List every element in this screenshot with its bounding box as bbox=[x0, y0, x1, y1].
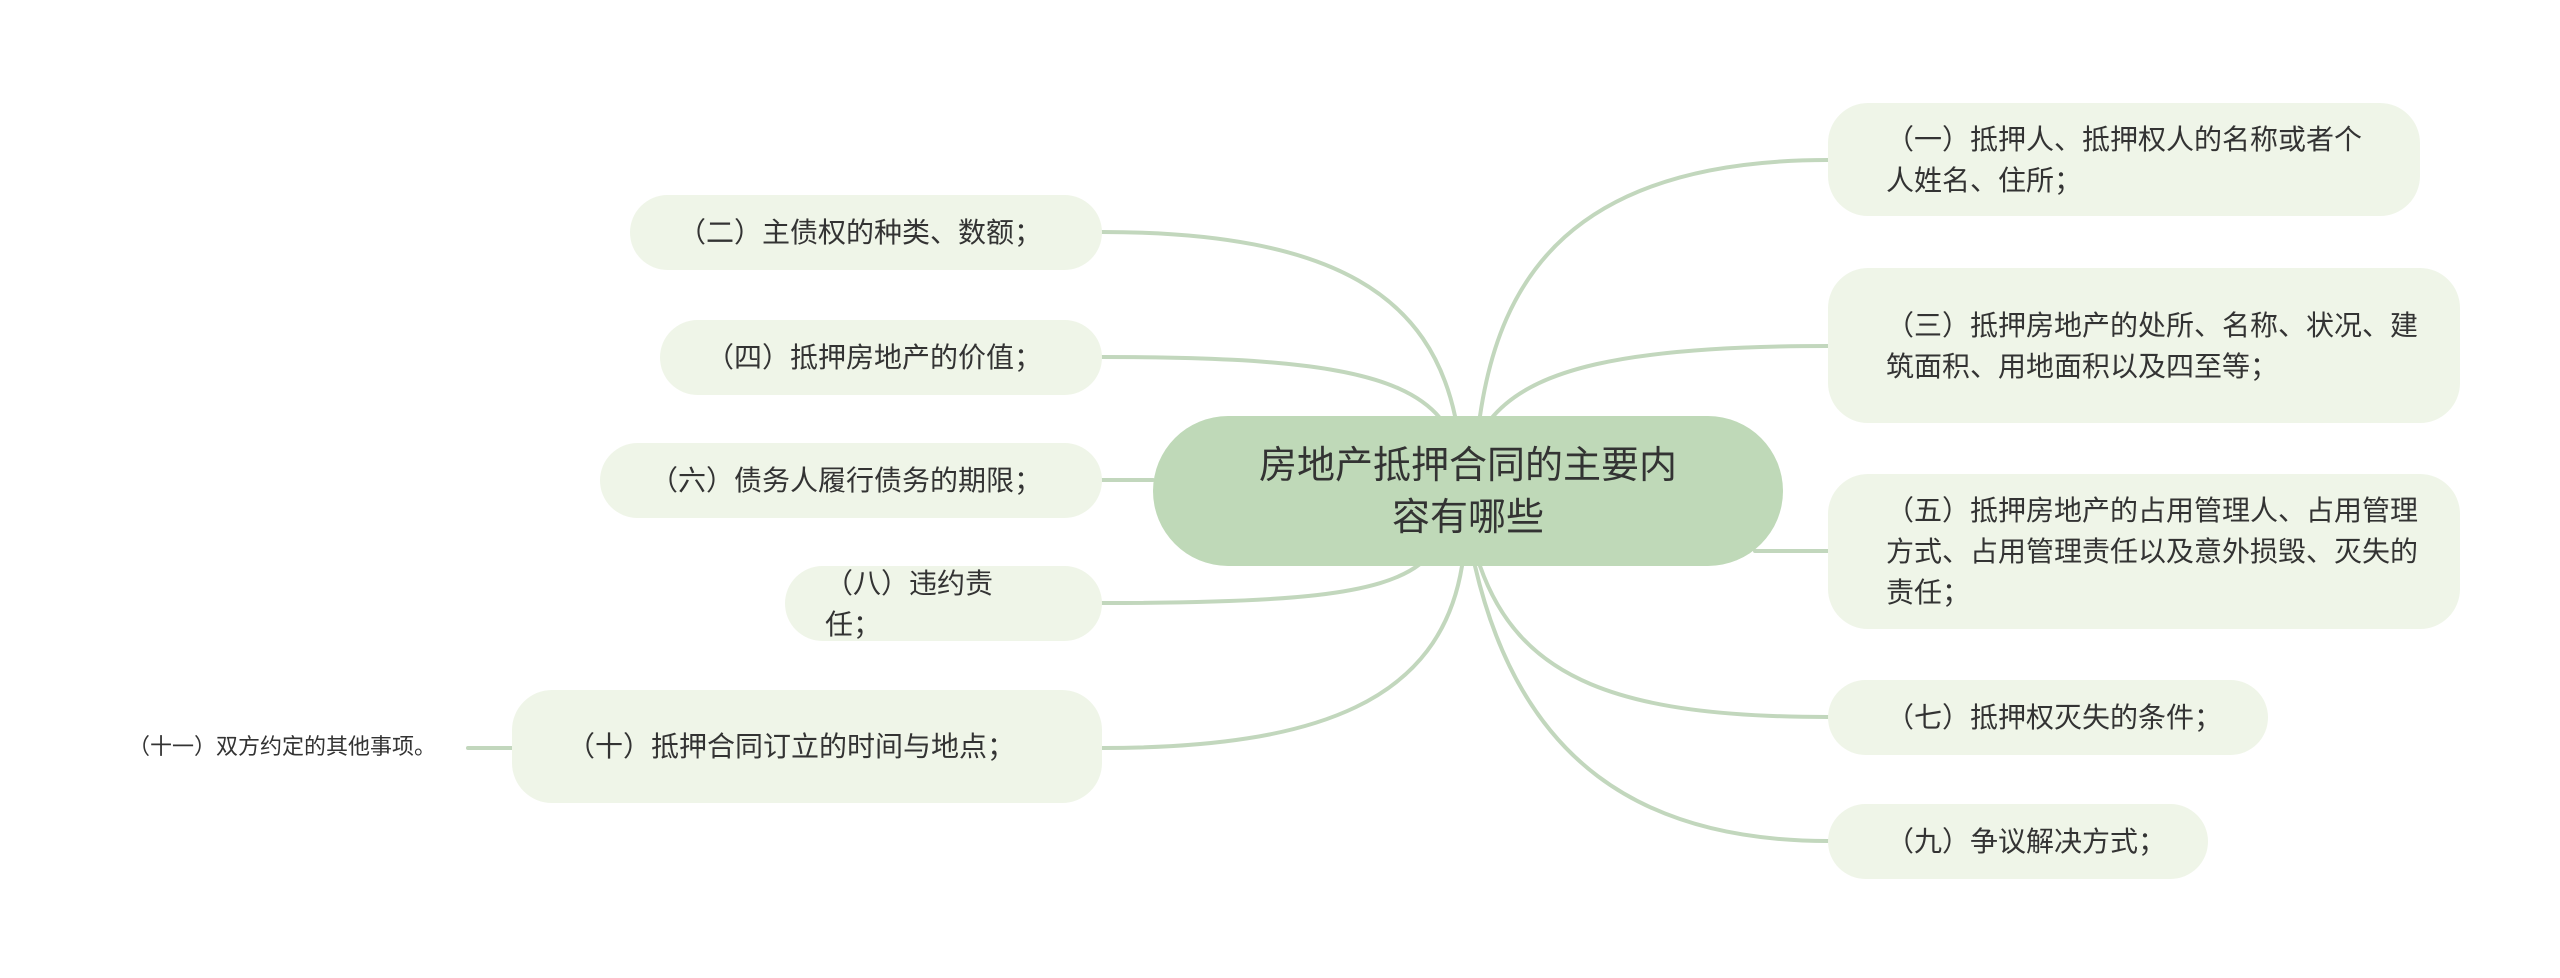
topic-node-one[interactable]: （一）抵押人、抵押权人的名称或者个人姓名、住所； bbox=[1828, 103, 2420, 216]
topic-node-seven[interactable]: （七）抵押权灭失的条件； bbox=[1828, 680, 2268, 755]
topic-node-label: （三）抵押房地产的处所、名称、状况、建筑面积、用地面积以及四至等； bbox=[1886, 308, 2419, 383]
topic-node-six[interactable]: （六）债务人履行债务的期限； bbox=[600, 443, 1102, 518]
topic-node-nine[interactable]: （九）争议解决方式； bbox=[1828, 804, 2208, 879]
topic-node-label: （四）抵押房地产的价值； bbox=[705, 341, 1042, 374]
connector-root-to-topic-eight bbox=[1100, 562, 1422, 605]
topic-node-ten[interactable]: （十）抵押合同订立的时间与地点； bbox=[512, 690, 1102, 803]
connector-root-to-topic-ten bbox=[1100, 564, 1464, 750]
leaf-node-label: （十一）双方约定的其他事项。 bbox=[128, 735, 437, 760]
topic-node-label: （七）抵押权灭失的条件； bbox=[1886, 701, 2223, 734]
connector-root-to-topic-four bbox=[1100, 355, 1442, 420]
root-node-label: 房地产抵押合同的主要内容有哪些 bbox=[1258, 443, 1677, 539]
topic-node-eight[interactable]: （八）违约责任； bbox=[785, 566, 1102, 641]
topic-node-five[interactable]: （五）抵押房地产的占用管理人、占用管理方式、占用管理责任以及意外损毁、灭失的责任… bbox=[1828, 474, 2460, 629]
connector-root-to-topic-nine bbox=[1473, 564, 1830, 843]
topic-node-label: （六）债务人履行债务的期限； bbox=[649, 464, 1042, 497]
topic-node-label: （一）抵押人、抵押权人的名称或者个人姓名、住所； bbox=[1886, 122, 2363, 197]
connector-root-to-topic-three bbox=[1488, 344, 1830, 422]
topic-node-label: （十）抵押合同订立的时间与地点； bbox=[567, 730, 1016, 763]
connector-root-to-topic-seven bbox=[1478, 564, 1830, 719]
topic-node-label: （五）抵押房地产的占用管理人、占用管理方式、占用管理责任以及意外损毁、灭失的责任… bbox=[1886, 494, 2419, 609]
topic-node-label: （八）违约责任； bbox=[825, 566, 994, 641]
leaf-node-eleven[interactable]: （十一）双方约定的其他事项。 bbox=[128, 733, 436, 763]
topic-node-four[interactable]: （四）抵押房地产的价值； bbox=[660, 320, 1102, 395]
connector-root-to-topic-one bbox=[1478, 158, 1830, 418]
topic-node-label: （二）主债权的种类、数额； bbox=[677, 216, 1042, 249]
topic-node-two[interactable]: （二）主债权的种类、数额； bbox=[630, 195, 1102, 270]
topic-node-label: （九）争议解决方式； bbox=[1886, 825, 2167, 858]
root-node[interactable]: 房地产抵押合同的主要内容有哪些 bbox=[1153, 416, 1783, 566]
connector-root-to-topic-two bbox=[1100, 230, 1457, 418]
topic-node-three[interactable]: （三）抵押房地产的处所、名称、状况、建筑面积、用地面积以及四至等； bbox=[1828, 268, 2460, 423]
